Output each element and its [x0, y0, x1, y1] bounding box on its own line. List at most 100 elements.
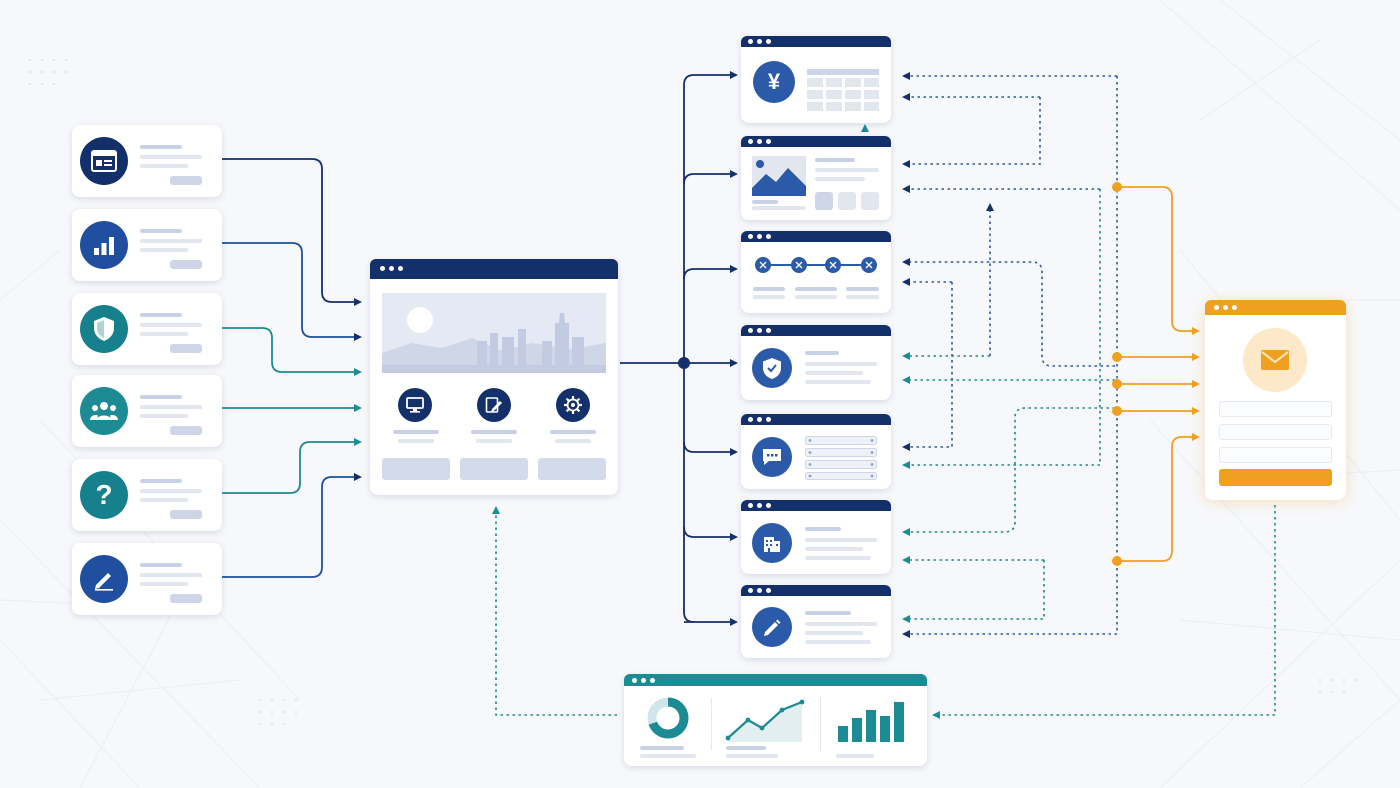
source-card-web[interactable]: [72, 125, 222, 197]
placeholder-line: [805, 527, 841, 531]
thumbnail: [838, 192, 856, 210]
placeholder-line: [140, 405, 202, 409]
source-card-security[interactable]: [72, 293, 222, 365]
submit-button[interactable]: [1219, 469, 1332, 486]
icon-circle: [80, 555, 128, 603]
icon-circle: [752, 437, 792, 477]
organization-window[interactable]: [741, 500, 891, 574]
chat-window[interactable]: [741, 414, 891, 489]
placeholder-line: [140, 573, 202, 577]
browser-window-icon: [91, 150, 117, 172]
placeholder-line: [805, 556, 871, 560]
icon-circle: [80, 305, 128, 353]
placeholder-line: [815, 177, 865, 181]
security-window[interactable]: [741, 325, 891, 400]
email-form-window[interactable]: [1205, 300, 1346, 500]
workflow-window[interactable]: [741, 231, 891, 313]
placeholder-line: [846, 287, 879, 291]
placeholder-line: [805, 380, 871, 384]
form-field[interactable]: [1219, 401, 1332, 417]
icon-circle: [80, 137, 128, 185]
icon-circle: [1243, 328, 1307, 392]
source-card-community[interactable]: [72, 375, 222, 447]
placeholder-button: [170, 260, 202, 269]
donut-chart-icon: [647, 697, 689, 739]
users-group-icon: [90, 402, 118, 420]
placeholder-line: [140, 145, 182, 149]
hero-landscape-image: [382, 293, 606, 373]
source-card-help[interactable]: ?: [72, 459, 222, 531]
placeholder-line: [846, 295, 879, 299]
window-title-bar: [1205, 300, 1346, 315]
thumbnail: [815, 192, 833, 210]
placeholder-line: [836, 754, 874, 758]
placeholder-line: [805, 622, 877, 626]
thumbnail: [861, 192, 879, 210]
edit-document-icon: [485, 397, 502, 413]
icon-circle: ¥: [753, 61, 795, 103]
placeholder-line: [752, 200, 778, 204]
central-hub-window[interactable]: [370, 259, 618, 495]
pencil-icon: [95, 573, 113, 591]
source-card-edit[interactable]: [72, 543, 222, 615]
placeholder-line: [640, 746, 684, 750]
window-title-bar: [624, 674, 927, 686]
placeholder-line: [550, 430, 596, 434]
source-card-analytics[interactable]: [72, 209, 222, 281]
bar-chart-icon: [838, 702, 904, 742]
placeholder-line: [805, 640, 871, 644]
chat-bubble-icon: [763, 449, 781, 465]
image-gallery-icon: [752, 156, 806, 196]
window-title-bar: [741, 136, 891, 147]
placeholder-line: [805, 351, 839, 355]
placeholder-line: [726, 746, 766, 750]
placeholder-block: [538, 458, 606, 480]
shield-icon: [94, 317, 114, 341]
placeholder-line: [805, 631, 863, 635]
placeholder-line: [753, 287, 785, 291]
form-field[interactable]: [1219, 424, 1332, 440]
message-list: [805, 436, 877, 480]
icon-circle: [80, 387, 128, 435]
divider: [820, 698, 821, 750]
yen-icon: ¥: [767, 69, 781, 94]
window-title-bar: [741, 231, 891, 242]
window-title-bar: [370, 259, 618, 279]
icon-circle: [752, 523, 792, 563]
window-title-bar: [741, 414, 891, 425]
placeholder-line: [805, 371, 863, 375]
placeholder-line: [140, 563, 182, 567]
placeholder-line: [140, 164, 188, 168]
placeholder-line: [140, 498, 188, 502]
envelope-icon: [1261, 350, 1289, 370]
placeholder-line: [140, 229, 182, 233]
placeholder-line: [140, 155, 202, 159]
question-mark-icon: ?: [95, 479, 113, 510]
placeholder-line: [640, 754, 696, 758]
placeholder-block: [382, 458, 450, 480]
placeholder-line: [795, 287, 837, 291]
placeholder-line: [726, 754, 778, 758]
placeholder-button: [170, 510, 202, 519]
placeholder-line: [140, 395, 182, 399]
window-title-bar: [741, 325, 891, 336]
dashboard-window[interactable]: [624, 674, 927, 766]
icon-circle: [80, 221, 128, 269]
media-gallery-window[interactable]: [741, 136, 891, 220]
feature-icon-circle: [556, 388, 590, 422]
window-title-bar: [741, 500, 891, 511]
dot-pattern: [28, 58, 1358, 726]
icon-circle: [752, 607, 792, 647]
finance-window[interactable]: ¥: [741, 36, 891, 123]
workflow-steps-icon: [755, 257, 877, 273]
form-field[interactable]: [1219, 447, 1332, 463]
placeholder-line: [805, 611, 851, 615]
editor-window[interactable]: [741, 585, 891, 658]
placeholder-line: [140, 239, 202, 243]
window-title-bar: [741, 36, 891, 47]
placeholder-line: [140, 323, 202, 327]
placeholder-line: [805, 547, 863, 551]
placeholder-line: [398, 439, 434, 443]
placeholder-block: [460, 458, 528, 480]
placeholder-line: [815, 168, 879, 172]
